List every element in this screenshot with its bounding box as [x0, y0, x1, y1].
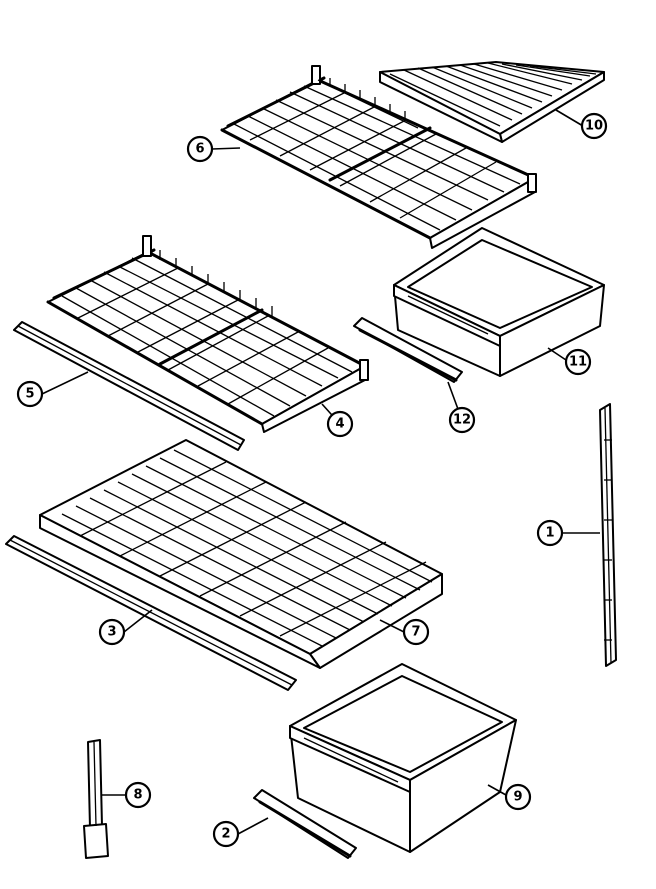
shelf-panel-part-10: [379, 61, 605, 143]
callout-label-1: 1: [545, 526, 554, 541]
support-post-part-8: [83, 739, 109, 859]
trim-bar-part-3: [5, 535, 297, 691]
callout-label-6: 6: [195, 142, 204, 157]
crisper-drawer-part-9: [289, 663, 517, 853]
callout-label-5: 5: [25, 387, 34, 402]
callout-label-12: 12: [453, 413, 471, 428]
callout-6: 6: [186, 135, 214, 163]
glass-shelf-part-7: [39, 439, 443, 669]
crisper-drawer-part-11: [393, 227, 605, 377]
trim-bar-part-5: [13, 321, 245, 451]
callout-label-10: 10: [585, 119, 603, 134]
callout-10: 10: [580, 112, 608, 140]
callout-1: 1: [536, 519, 564, 547]
callout-11: 11: [564, 348, 592, 376]
callout-label-4: 4: [335, 417, 344, 432]
wire-shelf-part-6: [220, 65, 537, 249]
callout-8: 8: [124, 781, 152, 809]
wire-shelf-part-4: [46, 235, 369, 433]
callout-2: 2: [212, 820, 240, 848]
drawer-rail-part-12: [353, 317, 463, 383]
callout-7: 7: [402, 618, 430, 646]
callout-label-3: 3: [107, 625, 116, 640]
callout-label-7: 7: [411, 625, 420, 640]
callout-9: 9: [504, 783, 532, 811]
support-rail-part-1: [599, 403, 617, 667]
callout-label-9: 9: [513, 790, 522, 805]
callout-12: 12: [448, 406, 476, 434]
drawer-rail-part-2: [253, 789, 357, 859]
callout-4: 4: [326, 410, 354, 438]
callout-label-11: 11: [569, 355, 587, 370]
callout-label-2: 2: [221, 827, 230, 842]
callout-3: 3: [98, 618, 126, 646]
callout-label-8: 8: [133, 788, 142, 803]
callout-5: 5: [16, 380, 44, 408]
